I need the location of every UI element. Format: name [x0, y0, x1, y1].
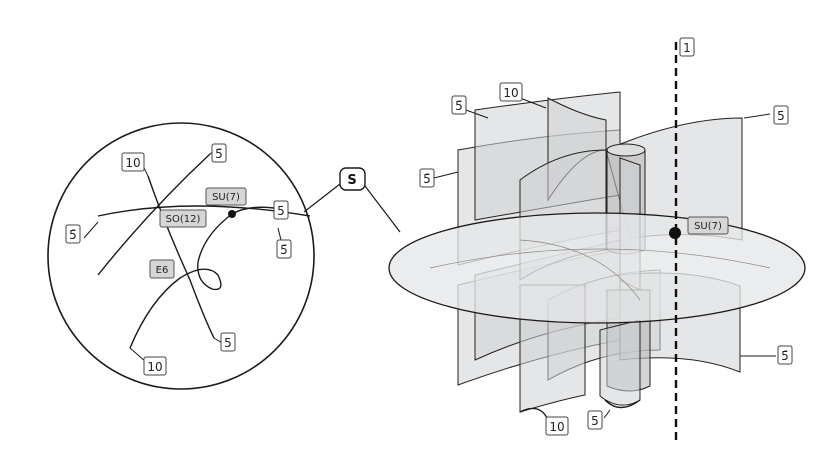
sheet-5-front-lower: [599, 319, 641, 406]
svg-text:10: 10: [503, 86, 518, 100]
label-10-front: 10: [545, 416, 569, 436]
svg-text:S: S: [347, 173, 356, 188]
s-connector: S: [303, 167, 401, 233]
cylinder-top: [606, 143, 646, 157]
label-10-top: 10: [121, 152, 145, 172]
label-e6: E6: [149, 259, 175, 279]
label-su7-left: SU(7): [205, 187, 247, 206]
label-5bar-lowright: 5̄: [777, 345, 793, 365]
leader-10-bottom: [129, 347, 147, 363]
svg-text:5̄: 5̄: [455, 99, 463, 113]
label-1: 1: [679, 37, 695, 57]
svg-text:SO(12): SO(12): [166, 214, 201, 225]
s-plane-ellipse: [388, 212, 806, 324]
svg-text:5̄: 5̄: [280, 243, 288, 257]
label-5-right: 5: [273, 200, 289, 220]
svg-text:SU(7): SU(7): [212, 192, 240, 203]
s-plane-curve-2: [519, 239, 641, 301]
label-5-front: 5: [587, 410, 603, 430]
edge-10-bottom: [519, 407, 549, 421]
svg-text:5: 5: [277, 204, 285, 218]
svg-text:5̄: 5̄: [215, 147, 223, 161]
svg-text:5: 5: [224, 336, 232, 350]
svg-text:10: 10: [147, 360, 162, 374]
label-5-bottom: 5: [220, 332, 236, 352]
brane-stack: 1 5̄ 10 5 5̄ SU(7) 5̄ 10: [388, 37, 806, 440]
surface-circle: [47, 122, 315, 390]
su7-point-left: [228, 210, 236, 218]
svg-text:5: 5: [591, 414, 599, 428]
svg-text:5̄: 5̄: [781, 349, 789, 363]
leader-5bar-left: [83, 221, 99, 239]
label-5bar-top: 5̄: [211, 143, 227, 163]
svg-text:5̄: 5̄: [69, 228, 77, 242]
label-10-bottom: 10: [143, 356, 167, 376]
s-box: [339, 167, 366, 191]
surface-disk: 5̄ 10 5̄ SU(7) SO(12) 5 5̄ E6: [47, 122, 315, 390]
s-plane-curve: [429, 248, 771, 269]
svg-text:10: 10: [549, 420, 564, 434]
edge-5-bottom: [604, 399, 641, 409]
label-10-back: 10: [499, 82, 523, 102]
svg-text:5̄: 5̄: [423, 172, 431, 186]
label-su7-right: SU(7): [687, 216, 729, 235]
label-5bar-left: 5̄: [65, 224, 81, 244]
su7-point-right: [669, 227, 681, 239]
svg-text:E6: E6: [156, 265, 169, 276]
svg-text:SU(7): SU(7): [694, 221, 722, 232]
svg-text:10: 10: [125, 156, 140, 170]
curve-5bar-upper: [97, 153, 211, 276]
svg-text:5: 5: [777, 109, 785, 123]
svg-text:1: 1: [683, 41, 691, 55]
label-5-topright: 5: [773, 105, 789, 125]
label-5bar-leftmid: 5̄: [419, 168, 435, 188]
label-5bar-right: 5̄: [276, 239, 292, 259]
label-5bar-back: 5̄: [451, 95, 467, 115]
curve-10-top: [147, 175, 215, 339]
label-so12: SO(12): [159, 209, 207, 228]
